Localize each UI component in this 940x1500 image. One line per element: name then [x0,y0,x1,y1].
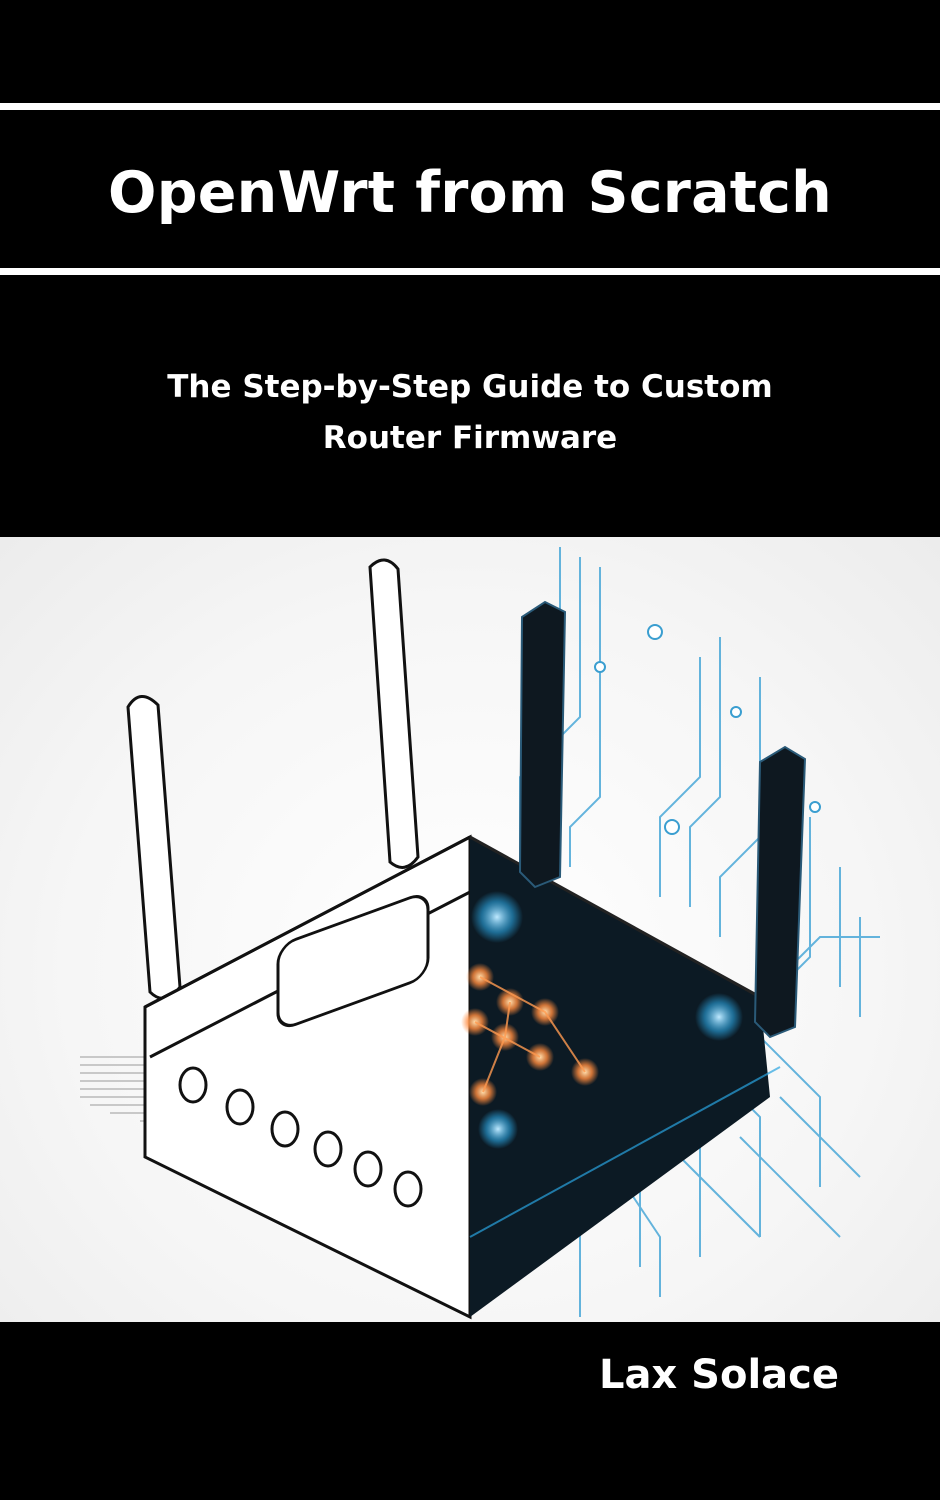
cover-illustration [0,537,940,1322]
circuit-nodes [594,624,821,835]
book-title: OpenWrt from Scratch [108,160,832,226]
router-icon [80,547,880,1320]
right-antennas [518,600,807,1039]
top-rule [0,103,940,110]
router-body-circuit [469,835,781,1317]
led-nodes [461,891,743,1149]
book-author: Lax Solace [598,1352,839,1398]
subtitle-line-1: The Step-by-Step Guide to Custom [167,369,773,405]
bottom-rule [0,268,940,275]
router-body-outline [143,834,472,1320]
book-subtitle: The Step-by-Step Guide to Custom Router … [120,362,820,464]
router-ports [178,1066,423,1208]
subtitle-line-2: Router Firmware [322,420,618,456]
led-traces [474,976,586,1093]
